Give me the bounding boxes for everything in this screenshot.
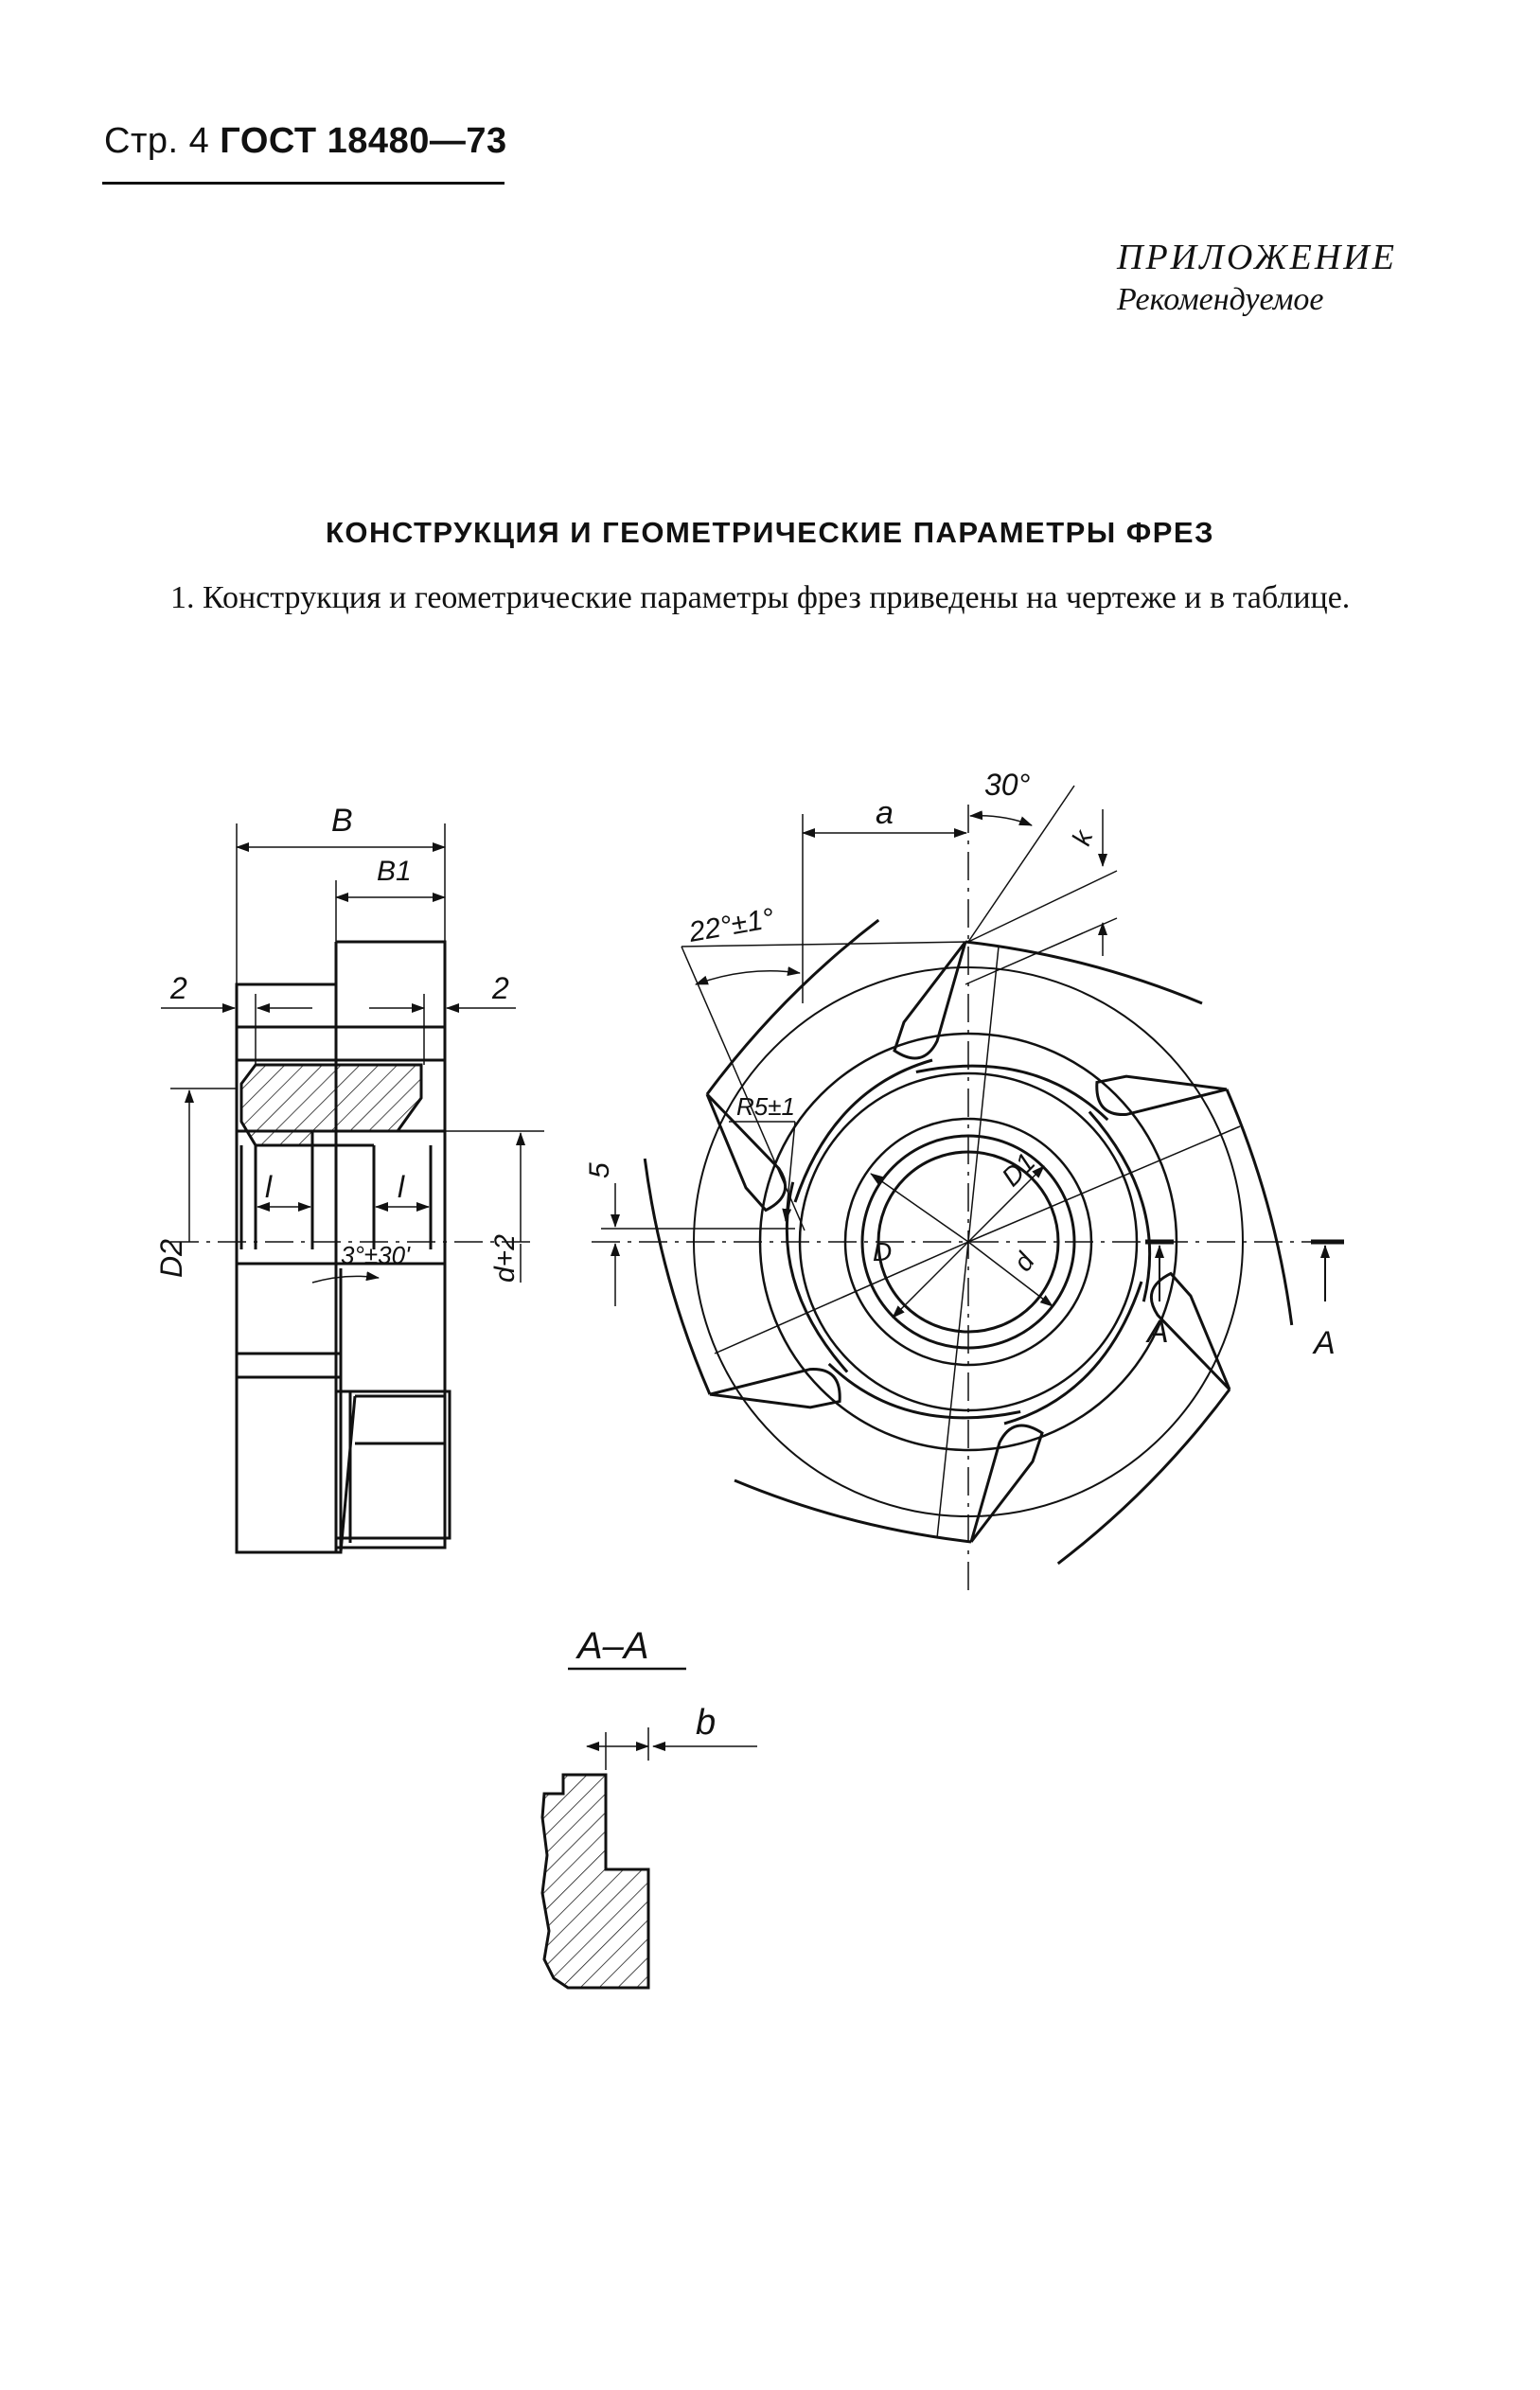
page-header: Стр. 4 ГОСТ 18480—73 [104, 121, 507, 162]
side-view [161, 823, 544, 1554]
dim-a: a [876, 795, 894, 831]
dim-l-left: l [265, 1170, 273, 1204]
front-view [592, 785, 1344, 1590]
page-number: Стр. 4 [104, 121, 210, 161]
radius-R5: R5±1 [736, 1092, 795, 1121]
header-rule [102, 182, 504, 185]
dim-D: D [873, 1237, 892, 1266]
dim-D1: D1 [996, 1147, 1040, 1192]
dim-l-right: l [398, 1170, 405, 1204]
dim-B: B [331, 803, 353, 839]
angle-22: 22°±1° [686, 903, 777, 948]
section-mark-inner: A [1145, 1314, 1169, 1350]
dim-b: b [696, 1703, 716, 1743]
intro-paragraph: 1. Конструкция и геометрические параметр… [170, 580, 1351, 615]
dim-2-right: 2 [491, 971, 509, 1005]
angle-30: 30° [984, 768, 1031, 802]
dim-d: d [1008, 1247, 1041, 1277]
angle-3deg: 3°±30' [341, 1241, 411, 1269]
dim-5: 5 [584, 1162, 615, 1178]
dim-2-left: 2 [169, 971, 187, 1005]
section-title-aa: A–A [575, 1625, 649, 1667]
dim-d-plus-2: d+2 [489, 1234, 521, 1283]
standard-number: ГОСТ 18480—73 [220, 121, 507, 161]
section-view [540, 1667, 757, 1990]
appendix-title: ПРИЛОЖЕНИЕ [1117, 238, 1397, 277]
appendix-subtitle: Рекомендуемое [1117, 282, 1324, 317]
dim-B1: B1 [377, 856, 412, 887]
section-mark-outer: A [1312, 1325, 1336, 1361]
section-title: КОНСТРУКЦИЯ И ГЕОМЕТРИЧЕСКИЕ ПАРАМЕТРЫ Ф… [325, 516, 1215, 549]
dim-k: k [1067, 824, 1100, 849]
dim-D2: D2 [154, 1239, 188, 1278]
